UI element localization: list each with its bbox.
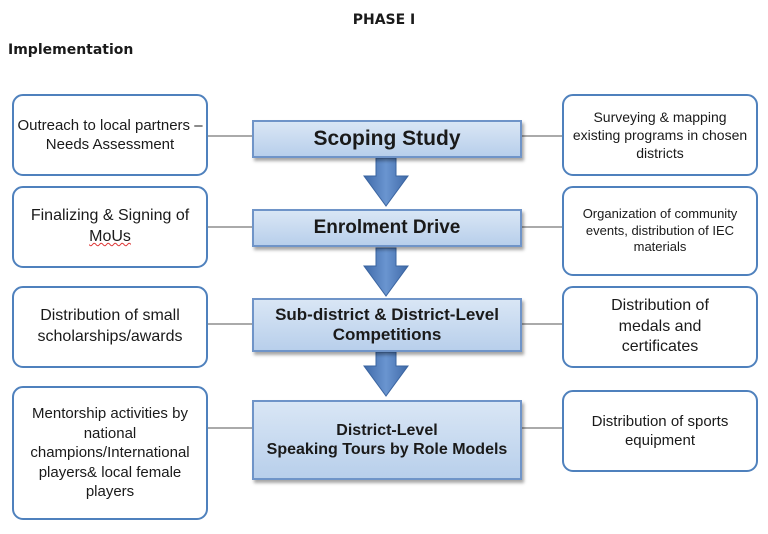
left-box-mentorship: Mentorship activities by national champi… bbox=[12, 386, 208, 520]
right-box-medals: Distribution of medals and certificates bbox=[562, 286, 758, 368]
step-speaking-tours: District-Level Speaking Tours by Role Mo… bbox=[252, 400, 522, 480]
right-box-sports-equipment: Distribution of sports equipment bbox=[562, 390, 758, 472]
step-label: Enrolment Drive bbox=[313, 216, 461, 238]
mous-text: MoUs bbox=[89, 228, 131, 245]
step-competitions: Sub-district & District-Level Competitio… bbox=[252, 298, 522, 352]
right-box-surveying: Surveying & mapping existing programs in… bbox=[562, 94, 758, 176]
right-box-text: Distribution of medals and certificates bbox=[611, 296, 709, 356]
step-label: District-Level Speaking Tours by Role Mo… bbox=[266, 421, 508, 458]
step-label: Scoping Study bbox=[313, 127, 461, 151]
left-box-text: Finalizing & Signing of MoUs bbox=[30, 207, 190, 245]
left-box-scholarships: Distribution of small scholarships/award… bbox=[12, 286, 208, 368]
left-box-text: Mentorship activities by national champi… bbox=[30, 405, 190, 501]
left-box-text: Outreach to local partners – Needs Asses… bbox=[17, 116, 203, 154]
right-box-text: Surveying & mapping existing programs in… bbox=[572, 108, 748, 162]
step-enrolment-drive: Enrolment Drive bbox=[252, 209, 522, 247]
down-arrow-icon bbox=[363, 351, 409, 397]
right-box-text: Distribution of sports equipment bbox=[591, 412, 729, 450]
down-arrow-icon bbox=[363, 247, 409, 297]
left-box-outreach: Outreach to local partners – Needs Asses… bbox=[12, 94, 208, 176]
section-subtitle: Implementation bbox=[8, 42, 134, 58]
left-box-mous: Finalizing & Signing of MoUs bbox=[12, 186, 208, 268]
step-scoping-study: Scoping Study bbox=[252, 120, 522, 158]
right-box-text: Organization of community events, distri… bbox=[582, 205, 738, 255]
right-box-community-events: Organization of community events, distri… bbox=[562, 186, 758, 276]
down-arrow-icon bbox=[363, 157, 409, 207]
page-title: PHASE I bbox=[352, 12, 416, 28]
left-box-text: Distribution of small scholarships/award… bbox=[37, 307, 183, 345]
step-label: Sub-district & District-Level Competitio… bbox=[275, 304, 499, 344]
